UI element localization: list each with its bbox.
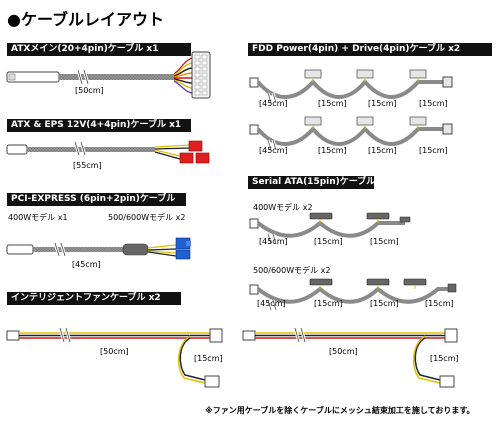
atx-main-cable [6, 51, 211, 99]
sata-500-length-3: [15cm] [370, 299, 399, 308]
fdd-row1-length-2: [15cm] [318, 99, 347, 108]
fdd-row2-length-4: [15cm] [419, 146, 448, 155]
sata-400-length-2: [15cm] [314, 237, 343, 246]
sata-500-length-1: [45cm] [257, 299, 286, 308]
fan-cable-left [6, 327, 223, 388]
fdd-row1-length-4: [15cm] [419, 99, 448, 108]
fdd-row2-length-1: [45cm] [259, 146, 288, 155]
pcie-model-400w: 400Wモデル x1 [8, 213, 68, 222]
page-title: ●ケーブルレイアウト [7, 10, 165, 29]
fan-cable-right [242, 327, 458, 388]
atx-main-header: ATXメイン(20+4pin)ケーブル x1 [7, 43, 191, 56]
fdd-row2-length-2: [15cm] [318, 146, 347, 155]
sata-cable-400w [249, 212, 411, 245]
pcie-model-500w: 500/600Wモデル x2 [108, 213, 186, 222]
pcie-header: PCI-EXPRESS (6pin+2pin)ケーブル [7, 193, 186, 206]
fdd-cable-row-1 [249, 69, 453, 104]
pcie-length: [45cm] [72, 260, 101, 269]
fdd-header: FDD Power(4pin) + Drive(4pin)ケーブル x2 [248, 43, 492, 56]
atx-eps-header: ATX & EPS 12V(4+4pin)ケーブル x1 [7, 119, 191, 132]
fan-right-length-branch: [15cm] [430, 354, 459, 363]
sata-model-500w: 500/600Wモデル x2 [253, 266, 331, 275]
fan-header: インテリジェントファンケーブル x2 [7, 292, 181, 305]
fan-right-length-main: [50cm] [329, 347, 358, 356]
atx-eps-length: [55cm] [73, 161, 102, 170]
sata-500-length-2: [15cm] [314, 299, 343, 308]
mesh-footnote: ※ファン用ケーブルを除くケーブルにメッシュ結束加工を施しております。 [205, 406, 475, 415]
sata-400-length-3: [15cm] [370, 237, 399, 246]
fan-left-length-branch: [15cm] [194, 354, 223, 363]
pcie-cable [6, 237, 191, 260]
atx-main-length: [50cm] [75, 86, 104, 95]
atx-eps-cable [6, 140, 210, 164]
sata-model-400w: 400Wモデル x2 [253, 203, 313, 212]
fdd-cable-row-2 [249, 116, 453, 151]
sata-cable-500w [249, 278, 457, 311]
sata-400-length-1: [45cm] [259, 237, 288, 246]
fdd-row2-length-3: [15cm] [368, 146, 397, 155]
fdd-row1-length-3: [15cm] [368, 99, 397, 108]
sata-500-length-4: [15cm] [425, 299, 454, 308]
fan-left-length-main: [50cm] [100, 347, 129, 356]
sata-header: Serial ATA(15pin)ケーブル [248, 176, 374, 189]
fdd-row1-length-1: [45cm] [259, 99, 288, 108]
